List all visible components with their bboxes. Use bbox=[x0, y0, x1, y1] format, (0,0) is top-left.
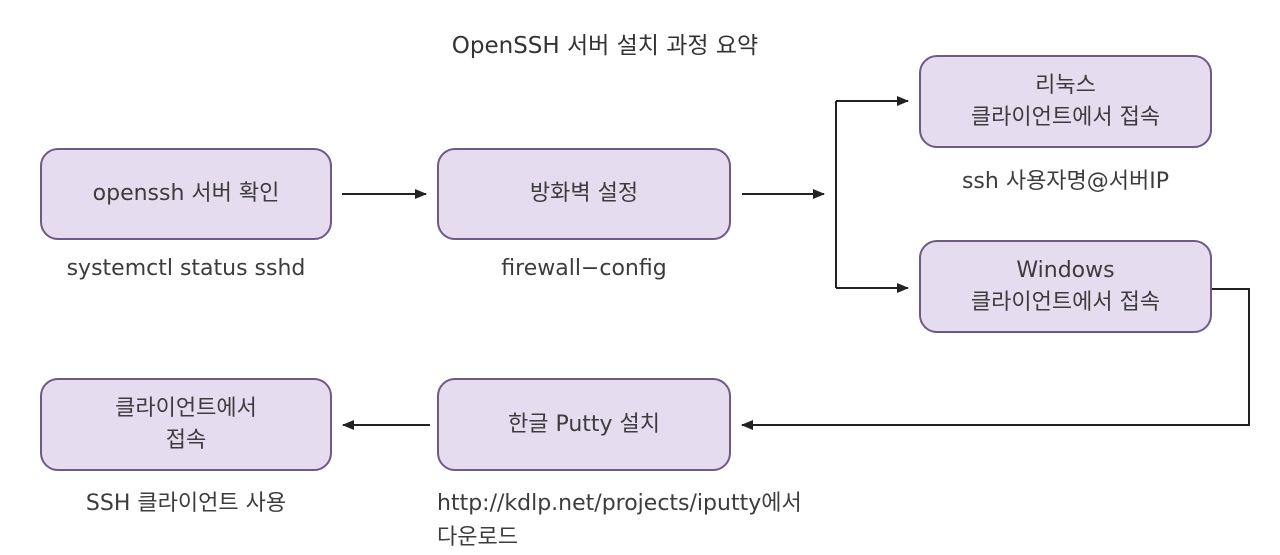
caption-putty-install-line1: http://kdlp.net/projects/iputty에서 bbox=[437, 491, 802, 516]
node-windows-client-line2: 클라이언트에서 접속 bbox=[970, 289, 1161, 315]
caption-client-connect: SSH 클라이언트 사용 bbox=[85, 491, 287, 516]
node-client-connect-line1: 클라이언트에서 bbox=[115, 395, 257, 421]
node-check-server-label: openssh 서버 확인 bbox=[92, 181, 280, 207]
node-linux-client-line1: 리눅스 bbox=[1035, 72, 1096, 98]
arrow-windows-to-putty bbox=[741, 288, 1250, 430]
caption-firewall: firewall−config bbox=[501, 256, 667, 281]
diagram-title: OpenSSH 서버 설치 과정 요약 bbox=[451, 33, 759, 59]
caption-putty-install-line2: 다운로드 bbox=[437, 525, 518, 550]
node-putty-install-label: 한글 Putty 설치 bbox=[507, 411, 661, 437]
node-windows-client: Windows 클라이언트에서 접속 bbox=[919, 240, 1212, 333]
node-windows-client-line1: Windows bbox=[1016, 257, 1115, 283]
node-linux-client-line2: 클라이언트에서 접속 bbox=[970, 104, 1161, 130]
node-client-connect: 클라이언트에서 접속 bbox=[40, 378, 332, 471]
caption-linux-client: ssh 사용자명@서버IP bbox=[961, 169, 1170, 194]
caption-check-server: systemctl status sshd bbox=[66, 256, 306, 281]
node-check-server: openssh 서버 확인 bbox=[40, 148, 332, 240]
node-putty-install: 한글 Putty 설치 bbox=[437, 378, 731, 471]
node-firewall: 방화벽 설정 bbox=[437, 148, 731, 240]
node-linux-client: 리눅스 클라이언트에서 접속 bbox=[919, 55, 1212, 148]
node-client-connect-line2: 접속 bbox=[165, 427, 207, 453]
node-firewall-label: 방화벽 설정 bbox=[529, 181, 639, 207]
